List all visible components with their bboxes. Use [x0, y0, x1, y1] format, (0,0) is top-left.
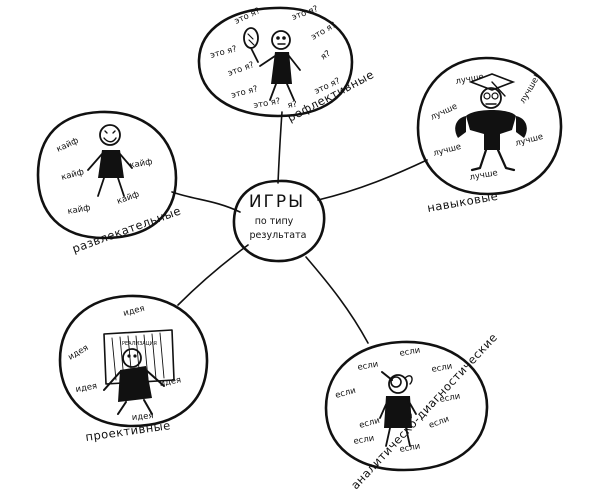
entertaining-word: кайф	[60, 167, 85, 183]
label-skill: навыковые	[426, 189, 499, 215]
analytic-word: если	[399, 345, 421, 358]
analytic-word: если	[358, 416, 381, 431]
label-project: проективные	[84, 418, 171, 444]
project-word: идея	[131, 411, 154, 423]
analytic-word: если	[334, 386, 357, 401]
reflective-word: я?	[319, 49, 333, 63]
skill-word: лучше	[429, 102, 459, 123]
analytic-word: если	[428, 414, 451, 431]
connector-entertaining	[171, 191, 241, 213]
node-skill-circle	[416, 56, 563, 196]
happy-figure-icon	[87, 124, 133, 197]
node-reflective-circle	[197, 6, 354, 118]
reflective-word: это я?	[227, 60, 256, 79]
center-subtitle-2: результата	[250, 230, 307, 241]
connector-reflective	[277, 111, 283, 184]
analytic-word: если	[431, 361, 453, 374]
project-word: идея	[122, 304, 146, 319]
figure-body	[384, 396, 412, 428]
node-entertaining-circle	[36, 110, 178, 240]
skill-word: лучше	[469, 168, 499, 183]
board-text: РЕАЛИЗАЦИЯ	[122, 341, 157, 347]
reflective-word: я?	[287, 99, 298, 111]
graduate-figure-icon	[455, 73, 527, 172]
reflective-word: это я?	[233, 6, 262, 27]
connectors	[171, 111, 428, 344]
node-reflective: это я?это я?это я?это я?это я?я?это я?эт…	[197, 4, 377, 125]
connector-project	[177, 244, 249, 306]
skill-word: лучше	[432, 142, 462, 159]
reflective-word: это я?	[209, 44, 238, 61]
entertaining-word: кайф	[67, 203, 92, 217]
muscle-body	[466, 110, 516, 150]
project-word: идея	[75, 381, 98, 395]
analytic-word: если	[439, 391, 461, 404]
reflective-word: это я?	[230, 84, 259, 101]
entertaining-word: кайф	[55, 136, 80, 155]
mirror-icon	[243, 27, 259, 63]
figure-body	[271, 52, 292, 84]
node-analytic-circle	[324, 340, 489, 472]
skill-word: лучше!	[518, 73, 543, 106]
magnifier-icon	[390, 376, 402, 388]
magnifier-figure-icon	[379, 371, 417, 447]
node-analytic: еслиеслиеслиеслиеслиеслиеслиеслиеслиесли…	[324, 330, 500, 492]
analytic-word: если	[357, 359, 379, 372]
reflective-word: это я?	[253, 96, 281, 111]
project-word: идея	[67, 343, 91, 363]
center-circle	[232, 179, 326, 263]
entertaining-word: кайф	[129, 157, 154, 171]
project-word: идея	[159, 375, 182, 389]
center-node: ИГРЫ по типу результата	[232, 179, 326, 263]
skill-word: лучше	[514, 132, 544, 149]
figure-body	[98, 150, 124, 178]
thinking-figure-icon	[259, 30, 301, 101]
whiteboard-figure-icon: РЕАЛИЗАЦИЯ	[103, 329, 175, 415]
connector-skill	[317, 159, 428, 201]
node-project: идея идея идея идея идея РЕАЛИЗАЦИЯ проектив…	[58, 294, 209, 444]
analytic-word: если	[399, 441, 421, 454]
center-subtitle-1: по типу	[255, 216, 294, 227]
entertaining-word: кайф	[116, 190, 141, 207]
label-reflective: рефлективные	[285, 67, 377, 125]
reflective-word: это я?	[291, 4, 320, 23]
reflective-word: это я?	[310, 20, 339, 42]
connector-analytic	[305, 256, 369, 344]
center-title: ИГРЫ	[249, 192, 305, 212]
figure-body	[118, 366, 152, 402]
analytic-word: если	[353, 433, 375, 446]
node-project-circle	[58, 294, 209, 428]
